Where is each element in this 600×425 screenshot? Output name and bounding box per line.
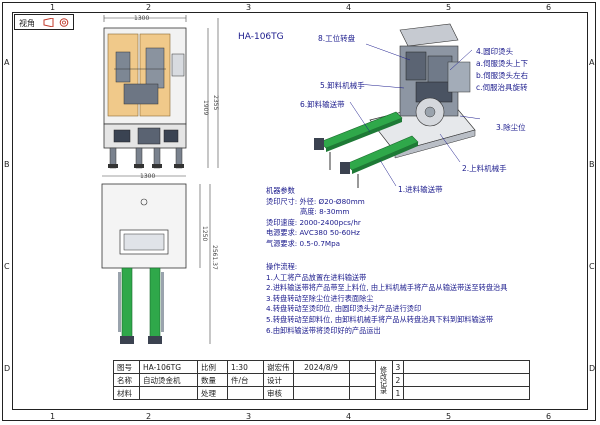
zone-col-3-bottom: 3 — [246, 412, 252, 421]
drawing-frame-inner — [12, 12, 588, 410]
top-view-drawing — [101, 175, 211, 344]
zone-col-6-bottom: 6 — [546, 412, 552, 421]
isometric-view-drawing — [314, 23, 480, 188]
zone-row-c-right: C — [589, 262, 595, 271]
process-step: 1.人工将产品放置在进料输送带 — [266, 272, 367, 282]
dim-top-depth-2: 2561.37 — [211, 245, 218, 270]
revision-label: 修改记录 — [374, 360, 393, 400]
view-angle-label: 视角 — [19, 19, 35, 28]
params-line: 电源要求: AVC380 50-60Hz — [266, 228, 360, 238]
zone-col-3-top: 3 — [246, 3, 252, 12]
params-title: 机器参数 — [266, 186, 295, 195]
zone-row-d-right: D — [589, 364, 596, 373]
rev-number: 2 — [391, 373, 405, 387]
dim-front-height-1: 1909 — [202, 100, 209, 116]
drawing-no-value: HA-106TG — [139, 360, 198, 374]
drawing-no-label: 图号 — [113, 360, 140, 374]
spacer-cell — [348, 360, 376, 374]
zone-row-c-left: C — [4, 262, 10, 271]
callout-sub-a: a.伺服烫头上下 — [476, 59, 528, 68]
operation-process: 操作流程: 1.人工将产品放置在进料输送带 2.进料输送带将产品带至上料位, 由… — [266, 262, 507, 336]
callout-unload-conveyor: 6.卸料输送带 — [300, 100, 345, 109]
rev-number: 3 — [391, 360, 405, 374]
zone-row-a-right: A — [589, 58, 595, 67]
params-line: 烫印速度: 2000-2400pcs/hr — [266, 217, 361, 227]
callout-load-robot: 2.上料机械手 — [462, 164, 507, 173]
review-label: 审核 — [263, 386, 294, 400]
callout-sub-b: b.伺服烫头左右 — [476, 71, 529, 80]
rev-number: 1 — [391, 386, 405, 400]
treatment-value — [227, 386, 264, 400]
process-step: 5.转盘转动至卸料位, 由卸料机械手将产品从转盘治具下料到卸料输送带 — [266, 314, 494, 324]
qty-label: 数量 — [197, 373, 228, 387]
callout-print-head: 4.圆印烫头 — [476, 47, 514, 56]
view-angle-box: 视角 — [14, 14, 74, 30]
process-step: 6.由卸料输送带将烫印好的产品运出 — [266, 325, 381, 335]
zone-row-a-left: A — [4, 58, 10, 67]
scale-value: 1:30 — [227, 360, 264, 374]
rev-content — [403, 360, 531, 374]
drawing-frame-outer — [2, 2, 596, 421]
process-title: 操作流程: — [266, 262, 298, 271]
zone-row-b-left: B — [4, 160, 10, 169]
callout-dust: 3.除尘位 — [496, 123, 526, 132]
review-value — [292, 386, 350, 400]
name-label: 名称 — [113, 373, 140, 387]
process-step: 4.转盘转动至烫印位, 由圆印烫头对产品进行烫印 — [266, 304, 422, 314]
design-value — [292, 373, 350, 387]
callout-station-plate: 8.工位转盘 — [318, 34, 356, 43]
params-line: 气源要求: 0.5-0.7Mpa — [266, 238, 341, 248]
zone-col-5-bottom: 5 — [446, 412, 452, 421]
scale-label: 比例 — [197, 360, 228, 374]
spacer-cell — [348, 373, 376, 387]
zone-col-5-top: 5 — [446, 3, 452, 12]
designer-value: 谢宏伟 — [263, 360, 294, 374]
callout-feed-conveyor: 1.进料输送带 — [398, 185, 443, 194]
callout-unload-robot: 5.卸料机械手 — [320, 81, 365, 90]
dim-front-width: 1300 — [134, 15, 150, 22]
zone-col-1-bottom: 1 — [50, 412, 56, 421]
params-line: 烫印尺寸: 外径: Ø20-Ø80mm — [266, 196, 365, 206]
design-label: 设计 — [263, 373, 294, 387]
zone-col-4-top: 4 — [346, 3, 352, 12]
process-step: 2.进料输送带将产品带至上料位, 由上料机械手将产品从输送带送至转盘治具 — [266, 283, 508, 293]
zone-row-d-left: D — [4, 364, 11, 373]
zone-col-6-top: 6 — [546, 3, 552, 12]
zone-col-4-bottom: 4 — [346, 412, 352, 421]
model-label: HA-106TG — [238, 32, 284, 42]
rev-content — [403, 386, 531, 400]
dim-front-height-2: 2355 — [212, 95, 219, 111]
title-block: 图号 HA-106TG 比例 1:30 谢宏伟 2024/8/9 修改记录 3 … — [113, 360, 531, 400]
dim-top-width: 1300 — [140, 173, 156, 180]
material-value — [139, 386, 198, 400]
zone-col-1-top: 1 — [50, 3, 56, 12]
zone-col-2-bottom: 2 — [146, 412, 152, 421]
date-value: 2024/8/9 — [292, 360, 350, 374]
front-view-drawing — [103, 15, 219, 169]
projection-symbol-icon — [43, 18, 69, 27]
material-label: 材料 — [113, 386, 140, 400]
rev-content — [403, 373, 531, 387]
machine-parameters: 机器参数 烫印尺寸: 外径: Ø20-Ø80mm 高度: 8-30mm 烫印速度… — [266, 186, 365, 250]
qty-value: 件/台 — [227, 373, 264, 387]
spacer-cell — [348, 386, 376, 400]
treatment-label: 处理 — [197, 386, 228, 400]
callout-sub-c: c.伺服治具旋转 — [476, 83, 528, 92]
zone-row-b-right: B — [589, 160, 595, 169]
zone-col-2-top: 2 — [146, 3, 152, 12]
dim-top-depth-1: 1250 — [201, 226, 208, 242]
process-step: 3.转盘转动至除尘位进行表面除尘 — [266, 293, 374, 303]
name-value: 自动烫金机 — [139, 373, 198, 387]
params-line: 高度: 8-30mm — [300, 207, 350, 217]
